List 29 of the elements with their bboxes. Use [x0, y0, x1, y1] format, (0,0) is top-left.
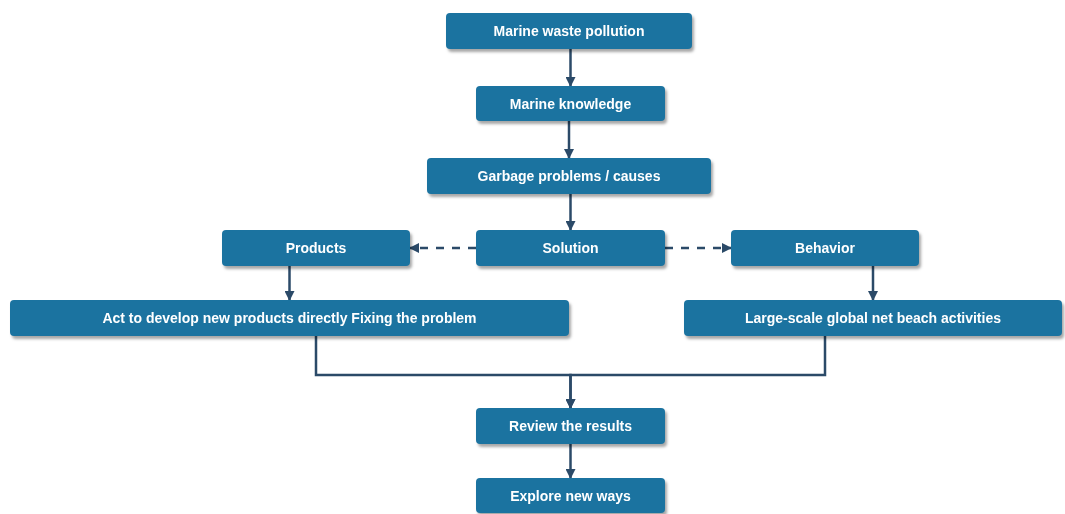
arrow: [565, 49, 576, 87]
box-label: Explore new ways: [510, 487, 631, 504]
process-box: [476, 230, 665, 266]
box-label: Solution: [542, 240, 599, 256]
process-box: [476, 478, 665, 513]
box-label: Marine knowledge: [509, 95, 632, 112]
process-box: [731, 230, 919, 266]
arrow: [284, 266, 295, 301]
arrow: [564, 121, 574, 159]
arrow: [868, 266, 878, 301]
box-label: Products: [285, 240, 347, 256]
dashed-arrow: [409, 243, 476, 253]
process-box: [222, 230, 410, 266]
arrow: [565, 444, 576, 479]
box-label: Garbage problems / causes: [477, 168, 661, 184]
box-label: Marine waste pollution: [493, 23, 645, 39]
process-box: [476, 86, 665, 121]
arrow: [565, 194, 576, 231]
dashed-arrow: [665, 243, 732, 253]
process-box: [10, 300, 569, 336]
box-label: Act to develop new products directly Fixing the problem: [102, 310, 477, 326]
arrow: [565, 336, 827, 409]
box-label: Behavior: [795, 240, 855, 256]
box-label: Review the results: [509, 418, 632, 434]
box-label: Large-scale global net beach activities: [745, 310, 1001, 326]
process-box: [446, 13, 692, 49]
process-box: [684, 300, 1062, 336]
process-box: [427, 158, 711, 194]
process-box: [476, 408, 665, 444]
